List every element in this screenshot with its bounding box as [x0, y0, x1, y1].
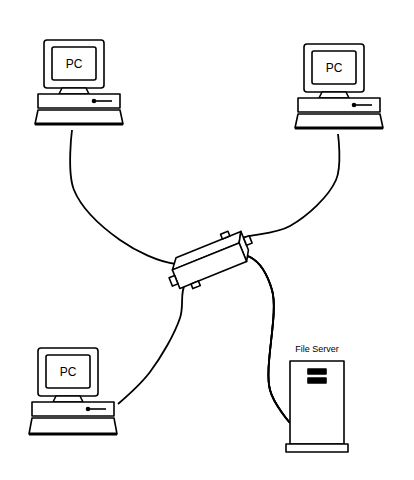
drive-bay [308, 369, 326, 374]
monitor-screen [52, 47, 96, 80]
monitor-case [38, 348, 98, 396]
keyboard [35, 110, 123, 124]
computer-label: PC [52, 47, 96, 80]
power-led [353, 104, 356, 107]
computer-icon [34, 38, 124, 130]
system-unit [38, 94, 120, 108]
computer-label: PC [312, 51, 356, 84]
monitor-stand [319, 92, 349, 98]
hub-port [221, 231, 230, 239]
monitor-case [304, 44, 364, 92]
hub-port [191, 281, 200, 289]
keyboard [29, 418, 117, 434]
network-cable [70, 130, 290, 423]
monitor-screen [46, 355, 90, 388]
power-led [93, 100, 96, 103]
keyboard-edge [35, 123, 123, 126]
drive-slot [90, 408, 106, 410]
server-foot [286, 444, 348, 452]
drive-bay [308, 378, 326, 383]
server-icon [284, 344, 350, 454]
monitor-stand [53, 396, 83, 402]
hub-port [169, 275, 178, 286]
drive-slot [96, 100, 112, 102]
computer-node: PC [28, 346, 118, 440]
network-cable [214, 134, 339, 423]
server-node: File Server [284, 344, 350, 454]
computer-node: PC [294, 42, 384, 134]
system-unit [298, 98, 380, 112]
monitor-stand [59, 88, 89, 94]
computer-label: PC [46, 355, 90, 388]
power-led [87, 408, 90, 411]
keyboard [295, 114, 383, 128]
monitor-screen [312, 51, 356, 84]
server-label: File Server [284, 344, 350, 355]
server-tower [290, 361, 344, 444]
computer-node: PC [34, 38, 124, 130]
keyboard-edge [295, 127, 383, 130]
system-unit [32, 402, 114, 416]
drive-slot [356, 104, 372, 106]
hub-front [172, 243, 246, 289]
monitor-case [44, 40, 104, 88]
hub-port [244, 236, 253, 246]
computer-icon [28, 346, 118, 440]
computer-icon [294, 42, 384, 134]
keyboard-edge [29, 433, 117, 436]
